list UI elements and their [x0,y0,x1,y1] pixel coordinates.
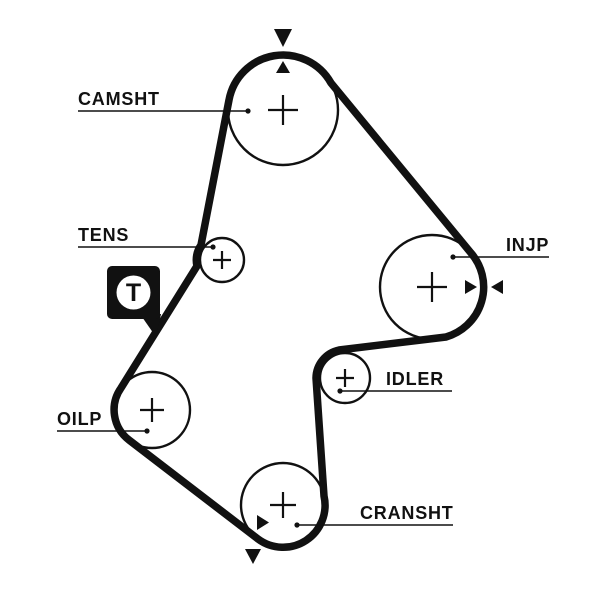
camshaft-mark-down-icon [274,29,292,47]
camshaft-mark-up-icon [276,61,290,73]
camshaft-center-cross [268,95,298,125]
crankshaft-leader-dot [294,522,300,528]
pulley-center-crosses [140,95,447,518]
tensioner-label: TENS [78,225,129,245]
camshaft-label: CAMSHT [78,89,160,109]
idler-center-cross [336,369,354,387]
injection-pump-mark-left-icon [491,280,503,294]
camshaft-leader-dot [245,108,251,114]
idler-label: IDLER [386,369,444,389]
oil-pump-leader-dot [144,428,150,434]
crankshaft-mark-right-icon [257,515,269,530]
t-icon: T [126,279,141,307]
crankshaft-mark-down-icon [245,549,261,564]
injection-pump-label: INJP [506,235,549,255]
tensioner-center-cross [213,251,231,269]
tensioner-badge-circle [116,275,151,310]
timing-belt [110,51,488,552]
injection-pump-center-cross [417,272,447,302]
injection-pump-mark-right-icon [465,280,477,294]
oil-pump-center-cross [140,398,164,422]
labels: CAMSHT TENS OILP CRANSHT IDLER INJP [57,89,549,523]
leader-lines [57,108,549,528]
oil-pump-label: OILP [57,409,102,429]
tensioner-badge: T [107,266,161,337]
injection-pump-leader-dot [450,254,456,260]
crankshaft-center-cross [270,492,296,518]
timing-marks [245,29,503,564]
crankshaft-label: CRANSHT [360,503,454,523]
tensioner-leader-dot [210,244,216,250]
idler-leader-dot [337,388,343,394]
tensioner-badge-tail [140,314,161,337]
